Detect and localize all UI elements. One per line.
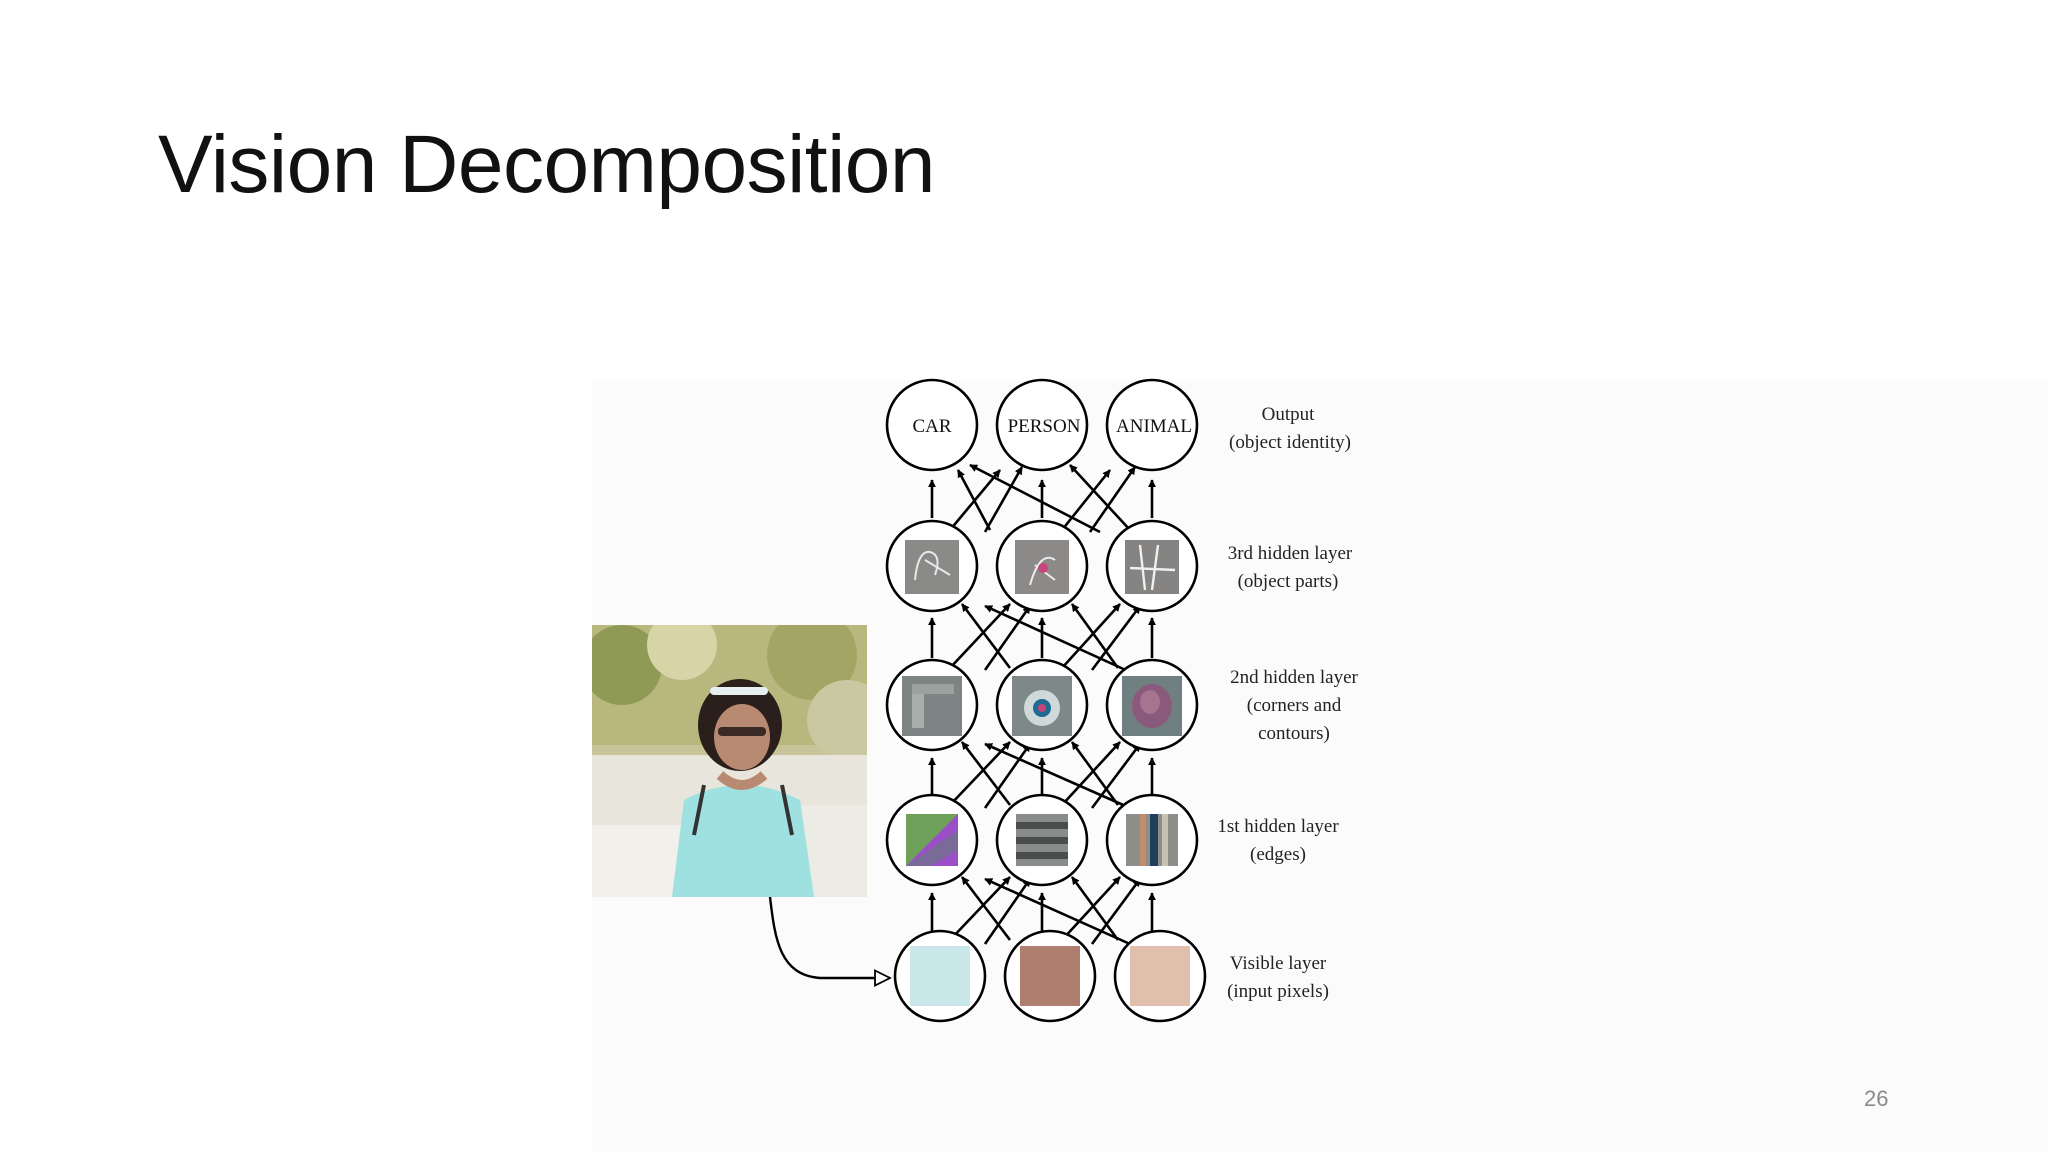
connections-visible-to-h1 [928, 876, 1156, 946]
h1-feature-2 [1016, 814, 1068, 866]
input-photo [592, 625, 867, 897]
output-node-animal [1105, 378, 1199, 472]
h3-feature-2 [1015, 540, 1069, 594]
output-node-car [885, 378, 979, 472]
label-output-2: (object identity) [1229, 432, 1351, 453]
output-label-person: PERSON [1008, 416, 1081, 437]
photo-to-input-arrow [768, 896, 890, 978]
label-h2-2: (corners and [1247, 695, 1342, 716]
visible-pixel-1 [910, 946, 970, 1006]
output-label-car: CAR [912, 416, 951, 437]
h3-feature-1 [905, 540, 959, 594]
label-h2-3: contours) [1258, 723, 1330, 744]
h3-feature-3 [1125, 540, 1179, 594]
hidden-layer-1 [885, 793, 1199, 887]
label-visible-2: (input pixels) [1227, 981, 1329, 1002]
slide-number: 26 [1864, 1086, 1889, 1111]
label-h2-1: 2nd hidden layer [1230, 667, 1358, 688]
h1-feature-1 [906, 814, 958, 866]
output-node-person [995, 378, 1089, 472]
slide-title: Vision Decomposition [158, 119, 936, 210]
layer-labels: Output (object identity) 3rd hidden laye… [1217, 404, 1358, 1002]
output-label-animal: ANIMAL [1116, 416, 1192, 437]
connections-h3-to-output [928, 463, 1156, 534]
h2-feature-3 [1122, 676, 1182, 736]
visible-pixel-3 [1130, 946, 1190, 1006]
hidden-layer-2 [885, 658, 1199, 752]
label-h3-1: 3rd hidden layer [1228, 543, 1353, 564]
label-h3-2: (object parts) [1238, 571, 1339, 592]
h2-feature-1 [902, 676, 962, 736]
connections-h1-to-h2 [928, 741, 1156, 810]
visible-pixel-2 [1020, 946, 1080, 1006]
label-h1-2: (edges) [1250, 844, 1306, 865]
hidden-layer-3 [885, 519, 1199, 613]
h2-feature-2 [1012, 676, 1072, 736]
label-h1-1: 1st hidden layer [1217, 816, 1339, 837]
visible-layer [893, 929, 1207, 1023]
h1-feature-3 [1126, 814, 1178, 866]
connections-h2-to-h3 [928, 603, 1156, 674]
label-visible-1: Visible layer [1230, 953, 1327, 974]
output-layer: CAR PERSON ANIMAL [885, 378, 1199, 472]
label-output-1: Output [1262, 404, 1316, 425]
